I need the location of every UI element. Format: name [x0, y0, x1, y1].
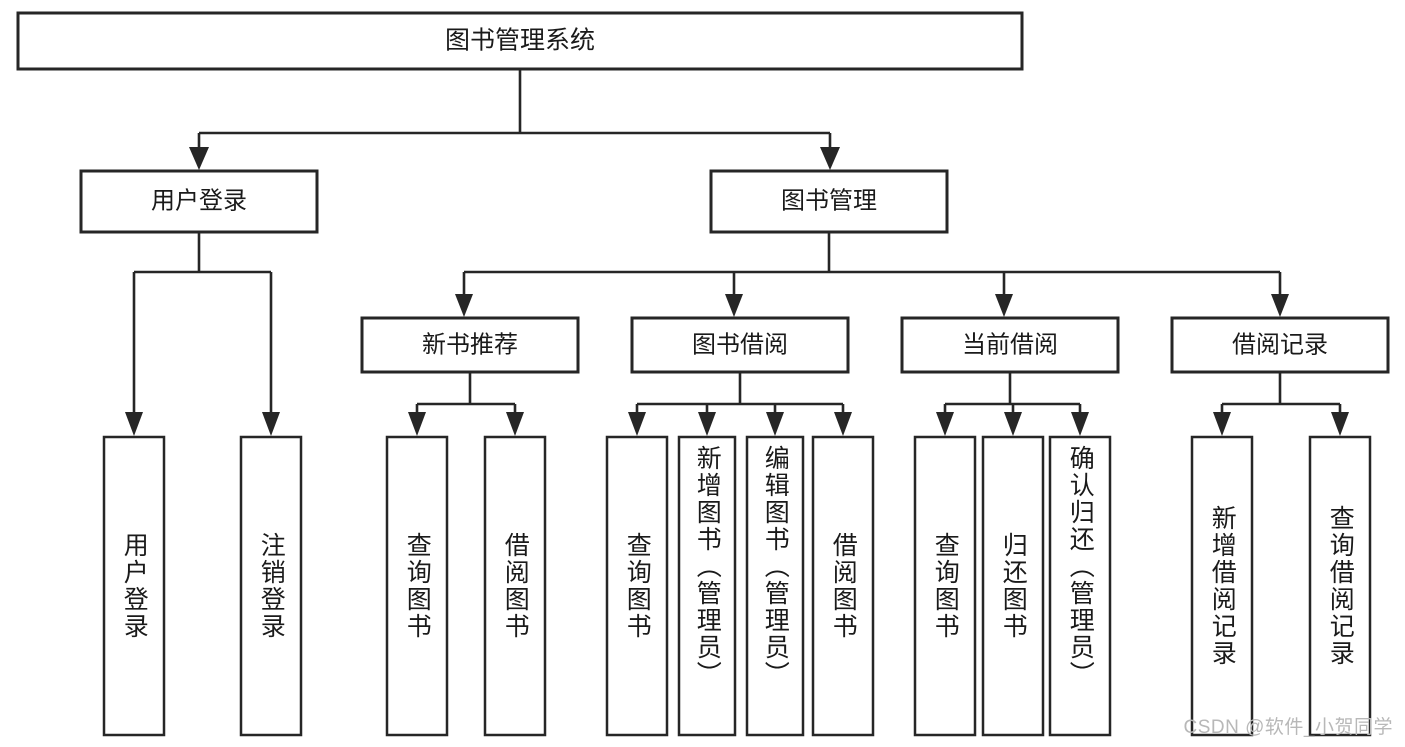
node-book-borrow[interactable]: 图书借阅: [630, 316, 850, 374]
node-new-book-recommend-box[interactable]: [360, 316, 580, 374]
arrow-head-leaf-add-book: [698, 412, 716, 436]
node-new-book-recommend-label: 新书推荐: [422, 331, 518, 358]
node-leaf-query-book-3-box[interactable]: [913, 435, 977, 737]
node-layer: 图书管理系统 用户登录 图书管理 新书推荐 图书借阅 当前: [16, 11, 1390, 737]
node-leaf-logout-box[interactable]: [239, 435, 303, 737]
node-leaf-add-book-box[interactable]: [677, 435, 737, 737]
node-current-borrow[interactable]: 当前借阅: [900, 316, 1120, 374]
node-book-borrow-box[interactable]: [630, 316, 850, 374]
arrow-head-new-book-recommend: [455, 294, 473, 317]
node-book-manage[interactable]: 图书管理: [709, 169, 949, 234]
node-leaf-query-book-2-box[interactable]: [605, 435, 669, 737]
node-borrow-record-box[interactable]: [1170, 316, 1390, 374]
node-root-label: 图书管理系统: [445, 27, 595, 55]
arrow-head-book-manage: [820, 147, 840, 170]
node-user-login-box[interactable]: [79, 169, 319, 234]
node-root[interactable]: 图书管理系统: [16, 11, 1024, 71]
node-current-borrow-box[interactable]: [900, 316, 1120, 374]
node-book-manage-box[interactable]: [709, 169, 949, 234]
node-leaf-edit-book-box[interactable]: [745, 435, 805, 737]
node-book-borrow-label: 图书借阅: [692, 331, 788, 358]
node-borrow-record[interactable]: 借阅记录: [1170, 316, 1390, 374]
node-book-manage-label: 图书管理: [781, 187, 877, 214]
arrow-head-current-borrow: [995, 294, 1013, 317]
node-new-book-recommend[interactable]: 新书推荐: [360, 316, 580, 374]
node-leaf-query-book-1-box[interactable]: [385, 435, 449, 737]
arrow-head-leaf-logout: [262, 412, 280, 436]
arrow-head-leaf-query-record: [1331, 412, 1349, 436]
node-leaf-borrow-book-2-box[interactable]: [811, 435, 875, 737]
arrow-head-borrow-record: [1271, 294, 1289, 317]
arrow-head-leaf-add-record: [1213, 412, 1231, 436]
arrow-head-leaf-borrow-book-2: [834, 412, 852, 436]
arrow-head-leaf-return-book: [1004, 412, 1022, 436]
node-borrow-record-label: 借阅记录: [1232, 331, 1328, 358]
node-leaf-query-record-box[interactable]: [1308, 435, 1372, 737]
csdn-watermark: CSDN @软件_小贺同学: [1183, 717, 1393, 738]
node-user-login-label: 用户登录: [151, 187, 247, 214]
arrow-head-user-login: [189, 147, 209, 170]
node-leaf-borrow-book-1-box[interactable]: [483, 435, 547, 737]
arrow-head-leaf-user-login: [125, 412, 143, 436]
edge-layer: [125, 69, 1349, 436]
arrow-head-leaf-query-book-1: [408, 412, 426, 436]
arrow-head-book-borrow: [725, 294, 743, 317]
node-current-borrow-label: 当前借阅: [962, 331, 1058, 358]
node-leaf-return-book-box[interactable]: [981, 435, 1045, 737]
node-root-box[interactable]: [16, 11, 1024, 71]
node-user-login[interactable]: 用户登录: [79, 169, 319, 234]
arrow-head-leaf-query-book-2: [628, 412, 646, 436]
node-leaf-user-login-box[interactable]: [102, 435, 166, 737]
arrow-head-leaf-confirm-return: [1071, 412, 1089, 436]
node-leaf-add-record-box[interactable]: [1190, 435, 1254, 737]
arrow-head-leaf-borrow-book-1: [506, 412, 524, 436]
arrow-head-leaf-edit-book: [766, 412, 784, 436]
node-leaf-confirm-return-box[interactable]: [1048, 435, 1112, 737]
arrow-head-leaf-query-book-3: [936, 412, 954, 436]
